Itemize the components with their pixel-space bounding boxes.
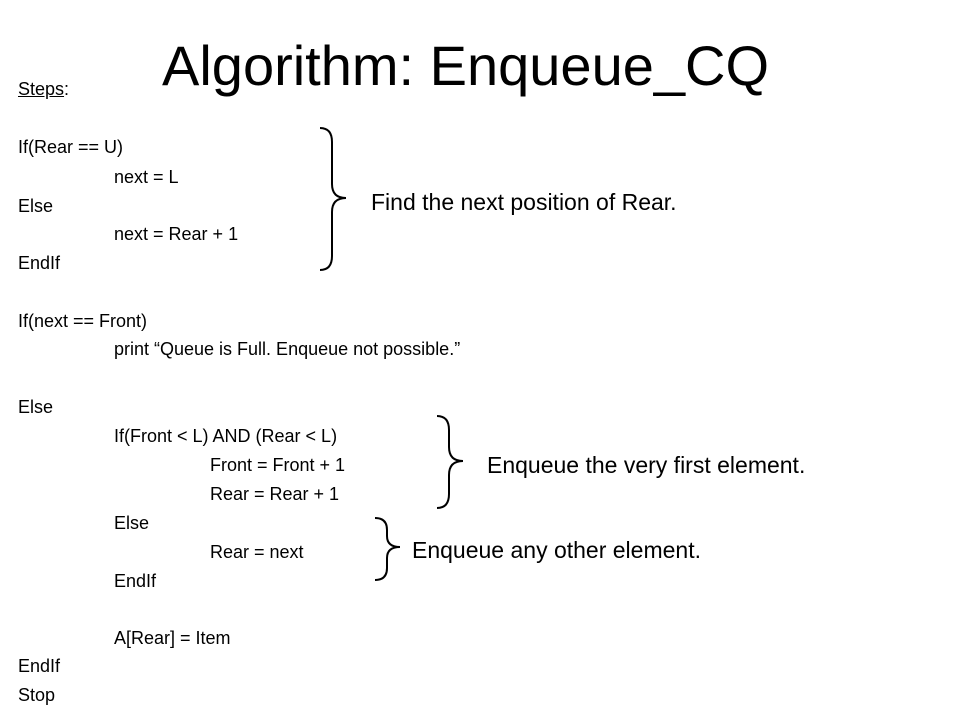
code-line-rear-next: Rear = next [210,542,304,562]
code-line-stop: Stop [18,685,56,705]
code-line-if-rear: If(Rear == U) [18,137,124,157]
brace-other-element [374,517,401,581]
brace-next-position [319,127,347,271]
code-line-if-next-front: If(next == Front) [18,311,148,331]
steps-colon: : [64,79,70,99]
steps-label: Steps [18,79,65,99]
code-line-endif-1: EndIf [18,253,61,273]
code-line-front-inc: Front = Front + 1 [210,455,346,475]
code-line-endif-2: EndIf [114,571,157,591]
annotation-other-element: Enqueue any other element. [412,537,701,563]
code-line-if-front-rear: If(Front < L) AND (Rear < L) [114,426,338,446]
steps-heading: Steps: [18,78,69,100]
code-line-next-rear: next = Rear + 1 [114,224,239,244]
code-line-assign-item: A[Rear] = Item [114,628,231,648]
code-line-rear-inc: Rear = Rear + 1 [210,484,340,504]
brace-first-element [436,415,464,509]
code-line-else-2: Else [18,397,54,417]
code-line-else-1: Else [18,196,54,216]
annotation-next-position: Find the next position of Rear. [371,189,677,215]
code-line-print-full: print “Queue is Full. Enqueue not possib… [114,339,461,359]
code-line-else-3: Else [114,513,150,533]
slide-title: Algorithm: Enqueue_CQ [162,34,770,97]
code-line-next-l: next = L [114,167,179,187]
code-line-endif-3: EndIf [18,656,61,676]
annotation-first-element: Enqueue the very first element. [487,452,806,478]
